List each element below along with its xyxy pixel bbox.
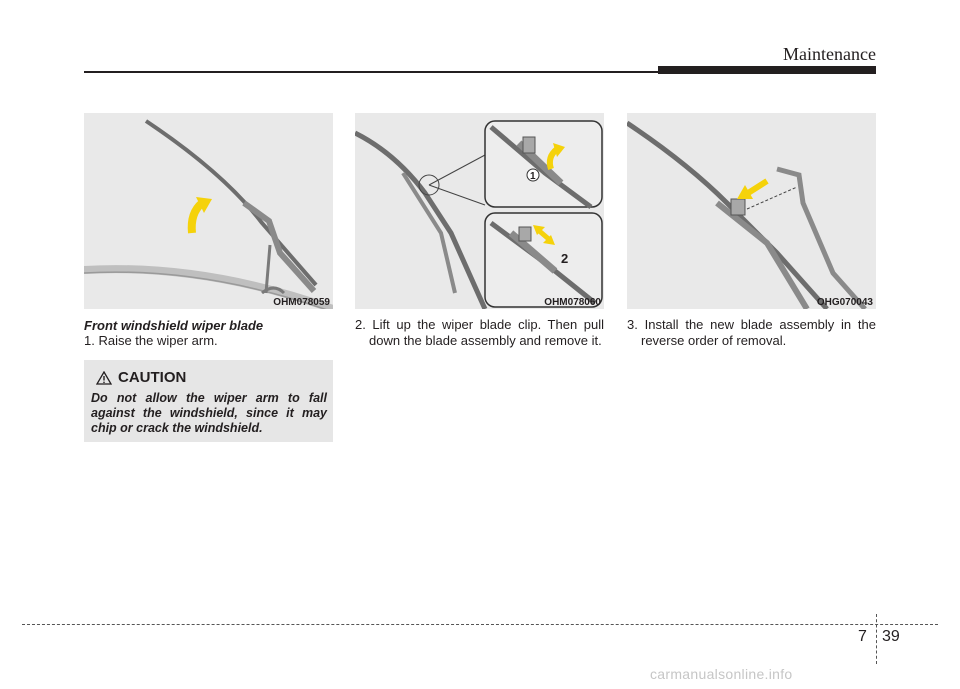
install-arrow-icon — [737, 178, 769, 199]
caution-title: CAUTION — [118, 369, 187, 386]
figure-raise-wiper-arm: OHM078059 — [84, 113, 333, 309]
section-title: Maintenance — [783, 44, 876, 64]
caution-text: Do not allow the wiper arm to fall again… — [91, 391, 327, 435]
pull-down-arrow-icon — [533, 225, 555, 245]
footer-rule — [22, 624, 938, 625]
figure-install-blade: OHG070043 — [627, 113, 876, 309]
callout-1: 1 — [530, 171, 536, 182]
step-2-text: 2. Lift up the wiper blade clip. Then pu… — [355, 317, 604, 348]
figure-remove-blade: 1 2 OHM078060 — [355, 113, 604, 309]
footer-divider — [876, 614, 877, 664]
blade-clip-illustration: 1 2 — [355, 120, 603, 309]
caution-heading: CAUTION — [96, 369, 186, 386]
wiper-arm-illustration — [84, 119, 333, 309]
header-rule-thick — [658, 66, 876, 74]
lift-clip-arrow-icon — [546, 143, 565, 170]
warning-triangle-icon — [96, 370, 112, 385]
blade-install-illustration — [627, 120, 867, 309]
page-number: 39 — [882, 628, 900, 645]
raise-arrow-icon — [187, 197, 212, 234]
figure-code: OHG070043 — [816, 297, 873, 308]
watermark-text: carmanualsonline.info — [650, 666, 793, 682]
chapter-number: 7 — [858, 628, 867, 645]
step-1-text: 1. Raise the wiper arm. — [84, 333, 218, 348]
caution-box: CAUTION Do not allow the wiper arm to fa… — [84, 360, 333, 442]
callout-2: 2 — [561, 251, 568, 266]
header-rule-thin — [84, 71, 664, 73]
figure-code: OHM078060 — [544, 297, 601, 308]
figure-code: OHM078059 — [273, 297, 330, 308]
subheading: Front windshield wiper blade — [84, 318, 264, 333]
step-3-text: 3. Install the new blade assembly in the… — [627, 317, 876, 348]
